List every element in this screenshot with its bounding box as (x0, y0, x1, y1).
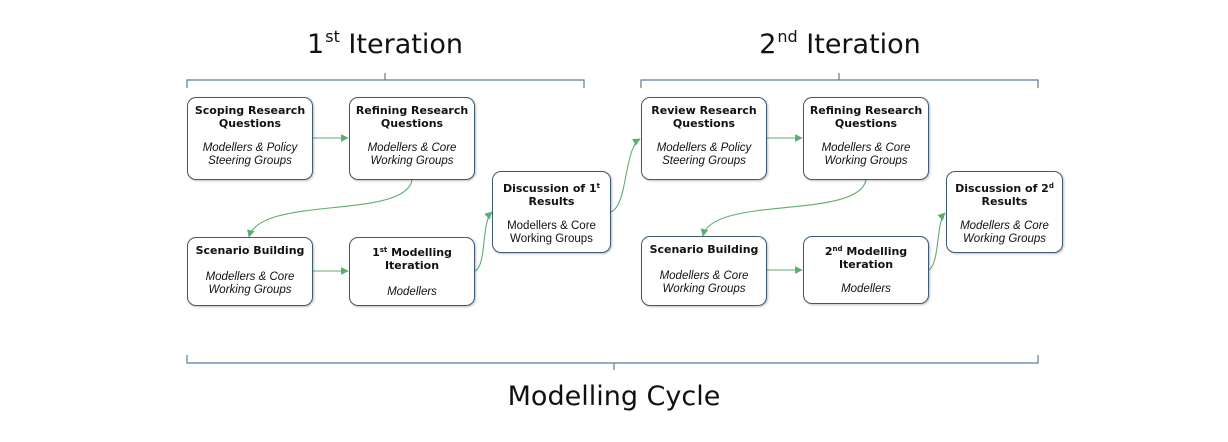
refining-research-questions-box: Refining Research Questions Modellers & … (349, 97, 475, 180)
box-heading: Scenario Building (649, 243, 759, 256)
iteration2-bracket (640, 73, 1039, 88)
scenario-building-box: Scenario Building Modellers & Core Worki… (187, 237, 313, 306)
box-heading: Discussion of 1t Results (493, 180, 610, 208)
box-participants: Modellers & Core Working Groups (205, 271, 295, 296)
discussion-first-results-box: Discussion of 1t Results Modellers & Cor… (492, 171, 611, 253)
box-heading: Scoping Research Questions (194, 104, 306, 130)
second-iteration-title: 2nd Iteration (690, 27, 990, 60)
arrow-modelling2-to-discussion2 (928, 212, 946, 271)
title-number: 1 (307, 29, 325, 60)
box-participants: Modellers & Core Working Groups (507, 220, 596, 245)
heading-text: Modelling Iteration (838, 245, 908, 271)
heading-ordinal: t (596, 182, 601, 190)
box-participants: Modellers & Policy Steering Groups (656, 142, 752, 167)
discussion-second-results-box: Discussion of 2d Results Modellers & Cor… (946, 171, 1063, 253)
scenario-building-2-box: Scenario Building Modellers & Core Worki… (641, 236, 767, 306)
title-number: 2 (759, 29, 777, 60)
box-heading: Refining Research Questions (355, 104, 469, 130)
box-participants: Modellers (841, 283, 891, 295)
box-heading: 1st Modelling Iteration (350, 244, 474, 272)
review-research-questions-box: Review Research Questions Modellers & Po… (641, 97, 767, 180)
box-participants: Modellers & Policy Steering Groups (202, 142, 298, 167)
first-modelling-iteration-box: 1st Modelling Iteration Modellers (349, 237, 475, 306)
heading-text-end: Results (981, 195, 1028, 208)
arrow-discussion1-to-review (610, 138, 641, 213)
box-participants: Modellers (387, 286, 437, 298)
modelling-cycle-bracket (186, 355, 1039, 370)
title-ordinal: st (325, 27, 340, 46)
second-modelling-iteration-box: 2nd Modelling Iteration Modellers (803, 236, 929, 304)
box-participants: Modellers & Core Working Groups (367, 142, 457, 167)
heading-ordinal: d (1048, 182, 1054, 190)
box-participants: Modellers & Core Working Groups (960, 220, 1049, 245)
box-participants: Modellers & Core Working Groups (659, 270, 749, 295)
box-heading: Review Research Questions (651, 104, 757, 130)
heading-ordinal: st (379, 246, 388, 254)
box-heading: Scenario Building (195, 244, 305, 257)
title-ordinal: nd (777, 27, 798, 46)
heading-text-end: Results (528, 195, 575, 208)
heading-text: Discussion of 2 (955, 182, 1049, 195)
title-label: Iteration (797, 29, 921, 60)
refining-research-questions-2-box: Refining Research Questions Modellers & … (803, 97, 929, 180)
iteration1-bracket (186, 73, 585, 88)
title-label: Iteration (339, 29, 463, 60)
heading-ordinal: nd (832, 245, 843, 253)
heading-text: Discussion of 1 (502, 182, 597, 195)
box-heading: 2nd Modelling Iteration (804, 243, 928, 271)
modelling-cycle-title: Modelling Cycle (507, 381, 721, 412)
scoping-research-questions-box: Scoping Research Questions Modellers & P… (187, 97, 313, 180)
heading-number: 1 (372, 246, 380, 259)
box-heading: Discussion of 2d Results (947, 180, 1062, 208)
arrow-refining2-to-scenario2 (700, 179, 867, 237)
heading-number: 2 (824, 245, 833, 258)
arrow-refining1-to-scenario1 (247, 179, 413, 238)
arrow-modelling1-to-discussion1 (474, 211, 493, 272)
box-participants: Modellers & Core Working Groups (821, 142, 911, 167)
heading-text: Modelling Iteration (384, 246, 452, 272)
box-heading: Refining Research Questions (809, 104, 923, 130)
first-iteration-title: 1st Iteration (235, 27, 535, 60)
